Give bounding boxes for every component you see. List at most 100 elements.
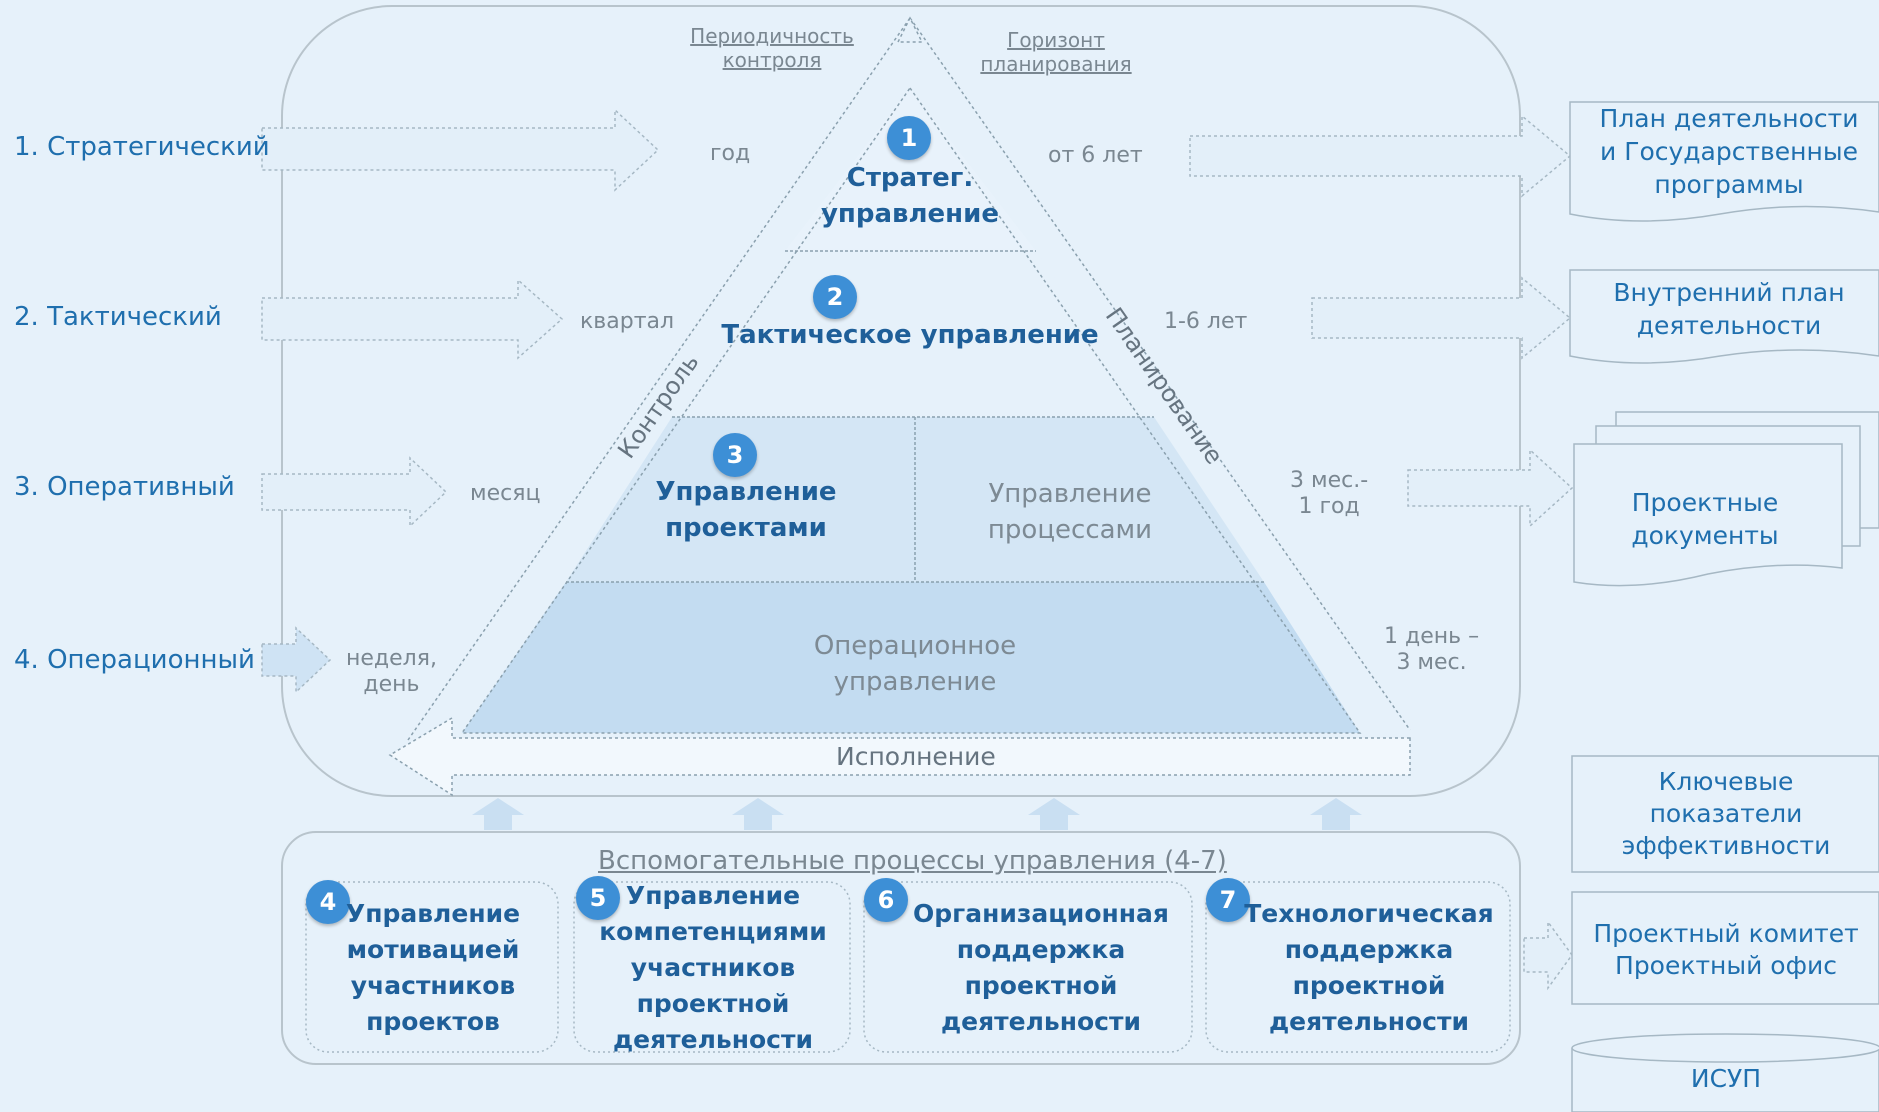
support-box-4 bbox=[1205, 881, 1511, 1053]
support-item-3: Организационная поддержка проектной деят… bbox=[900, 896, 1182, 1040]
output-arrow-2 bbox=[1311, 276, 1572, 360]
horizon-3-line1: 3 мес.- bbox=[1290, 468, 1369, 493]
support-box-1 bbox=[305, 881, 559, 1053]
output-plan-line3: программы bbox=[1654, 170, 1804, 199]
up-arrow-1 bbox=[472, 798, 524, 830]
output-kpi-line2: показатели bbox=[1649, 799, 1803, 828]
horizon-3: 3 мес.- 1 год bbox=[1290, 468, 1368, 521]
level-label-1: 1. Стратегический bbox=[14, 132, 270, 162]
control-header-line2: контроля bbox=[722, 48, 822, 72]
level-arrow-4 bbox=[261, 626, 332, 694]
badge-7: 7 bbox=[1206, 878, 1250, 922]
output-plan: План деятельности и Государственные прог… bbox=[1584, 102, 1874, 201]
period-3: месяц bbox=[470, 481, 541, 506]
support-item-3-line3: проектной bbox=[964, 971, 1118, 1000]
support-title: Вспомогательные процессы управления (4-7… bbox=[598, 846, 1227, 876]
period-4-line1: неделя, bbox=[346, 646, 437, 671]
horizon-1: от 6 лет bbox=[1048, 143, 1143, 168]
badge-5: 5 bbox=[576, 876, 620, 920]
support-item-1-line3: участников bbox=[350, 971, 516, 1000]
badge-6: 6 bbox=[864, 878, 908, 922]
operational-label-line1: Операционное bbox=[813, 631, 1017, 661]
level-label-2: 2. Тактический bbox=[14, 302, 222, 332]
support-item-3-line4: деятельности bbox=[940, 1007, 1142, 1036]
output-kpi-line1: Ключевые bbox=[1658, 767, 1794, 796]
support-item-2-line3: участников bbox=[630, 953, 796, 982]
badge-1: 1 bbox=[887, 116, 931, 160]
output-arrow-1 bbox=[1189, 114, 1572, 198]
control-side-line bbox=[407, 17, 911, 741]
tactical-label: Тактическое управление bbox=[721, 320, 1099, 350]
doc-plan-shape bbox=[1569, 101, 1879, 222]
control-header-line1: Периодичность bbox=[690, 24, 854, 48]
up-arrow-2 bbox=[732, 798, 784, 830]
support-item-3-line2: поддержка bbox=[956, 935, 1126, 964]
support-item-2-line1: Управление bbox=[625, 881, 801, 910]
support-item-1-line1: Управление bbox=[345, 899, 521, 928]
doc-stack-front bbox=[1573, 443, 1843, 587]
output-kpi: Ключевые показатели эффективности bbox=[1578, 766, 1874, 862]
projects-label: Управление проектами bbox=[636, 474, 856, 546]
badge-3: 3 bbox=[713, 433, 757, 477]
period-1: год bbox=[710, 141, 751, 166]
operational-label: Операционное управление bbox=[780, 628, 1050, 700]
period-4: неделя, день bbox=[346, 646, 437, 699]
processes-label-line1: Управление bbox=[988, 479, 1152, 509]
horizon-4-line1: 1 день – bbox=[1384, 624, 1480, 649]
support-item-4-line1: Технологическая bbox=[1244, 899, 1494, 928]
support-item-3-line1: Организационная bbox=[913, 899, 1169, 928]
top-arrow-tip bbox=[896, 16, 924, 43]
support-item-2-line5: деятельности bbox=[612, 1025, 814, 1054]
strategic-label-line2: управление bbox=[820, 199, 999, 229]
control-header: Периодичность контроля bbox=[684, 24, 860, 72]
output-internal: Внутренний план деятельности bbox=[1584, 276, 1874, 342]
level-label-3: 3. Оперативный bbox=[14, 472, 235, 502]
output-arrow-4 bbox=[1523, 919, 1573, 991]
output-committee-line2: Проектный офис bbox=[1615, 951, 1837, 980]
level-arrow-1 bbox=[261, 108, 660, 192]
output-committee: Проектный комитет Проектный офис bbox=[1578, 918, 1874, 982]
support-item-4-line2: поддержка bbox=[1284, 935, 1454, 964]
support-item-2: Управление компетенциями участников прое… bbox=[590, 878, 836, 1058]
projects-label-line2: проектами bbox=[665, 513, 827, 543]
planning-header-line2: планирования bbox=[980, 52, 1132, 76]
level-label-4: 4. Операционный bbox=[14, 645, 255, 675]
support-item-4-line4: деятельности bbox=[1268, 1007, 1470, 1036]
strategic-label-line1: Стратег. bbox=[846, 163, 974, 193]
support-item-4: Технологическая поддержка проектной деят… bbox=[1244, 896, 1494, 1040]
level-arrow-3 bbox=[261, 456, 448, 528]
doc-internal-shape bbox=[1569, 269, 1879, 364]
planning-side-line bbox=[909, 17, 1411, 731]
horizon-4: 1 день – 3 мес. bbox=[1384, 624, 1479, 677]
projects-label-line1: Управление bbox=[655, 477, 837, 507]
support-box-2 bbox=[573, 881, 851, 1053]
pyramid-operational-fill bbox=[462, 582, 1360, 733]
period-4-line2: день bbox=[363, 672, 420, 698]
horizon-4-line2: 3 мес. bbox=[1396, 650, 1467, 676]
up-arrow-3 bbox=[1028, 798, 1080, 830]
planning-header: Горизонт планирования bbox=[968, 28, 1144, 76]
support-item-2-line2: компетенциями bbox=[599, 917, 827, 946]
support-item-1-line4: проектов bbox=[366, 1007, 500, 1036]
processes-label-line2: процессами bbox=[987, 515, 1153, 545]
level-arrow-2 bbox=[261, 278, 564, 360]
committee-box bbox=[1571, 891, 1879, 1005]
output-isup: ИСУП bbox=[1690, 1064, 1762, 1093]
support-item-2-line4: проектной bbox=[636, 989, 790, 1018]
support-box-3 bbox=[863, 881, 1193, 1053]
output-project-docs-line1: Проектные bbox=[1631, 488, 1779, 517]
kpi-box bbox=[1571, 755, 1879, 873]
up-arrow-4 bbox=[1310, 798, 1362, 830]
badge-4: 4 bbox=[306, 880, 350, 924]
output-arrow-3 bbox=[1407, 448, 1574, 528]
horizon-2: 1-6 лет bbox=[1164, 309, 1248, 334]
operational-label-line2: управление bbox=[833, 667, 997, 697]
badge-2: 2 bbox=[813, 275, 857, 319]
strategic-label: Стратег. управление bbox=[780, 160, 1040, 232]
pyramid-tactical-fill bbox=[672, 251, 1154, 417]
execution-arrow bbox=[388, 716, 1411, 797]
output-internal-line2: деятельности bbox=[1636, 311, 1822, 340]
support-item-1-line2: мотивацией bbox=[346, 935, 520, 964]
planning-header-line1: Горизонт bbox=[1007, 28, 1105, 52]
isup-cylinder-top bbox=[1571, 1033, 1879, 1063]
